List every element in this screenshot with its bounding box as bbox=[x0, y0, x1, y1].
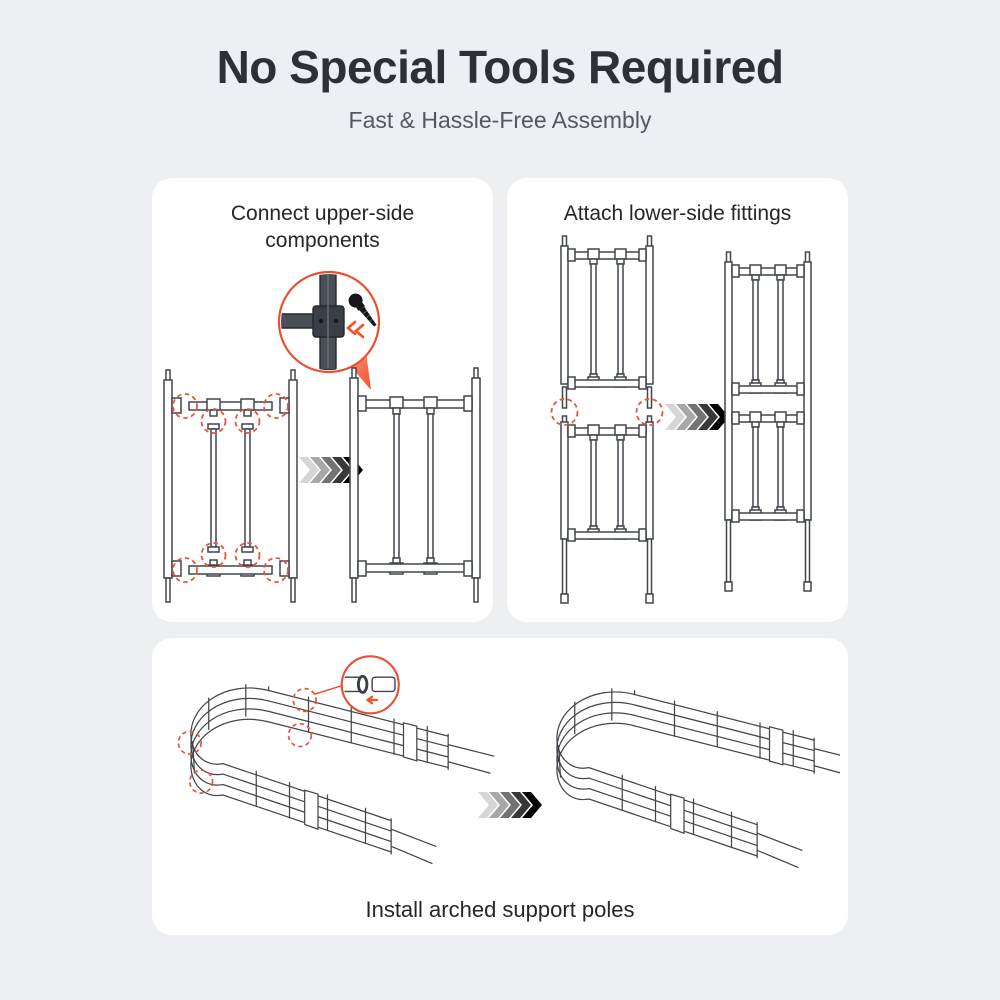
step-3-panel: Install arched support poles bbox=[152, 638, 848, 935]
magnifier-connector-line bbox=[313, 684, 345, 696]
step-1-caption: Connect upper-side components bbox=[230, 202, 415, 253]
step-1-panel: Connect upper-side components bbox=[152, 178, 493, 622]
insert-direction-arrow-icon bbox=[366, 695, 379, 705]
frame-disassembled bbox=[163, 369, 298, 603]
step-3-caption: Install arched support poles bbox=[365, 897, 635, 922]
tall-frame-detached bbox=[550, 235, 664, 604]
step-2-caption: Attach lower-side fittings bbox=[563, 202, 792, 225]
dashed-circle-highlight-icon bbox=[177, 687, 317, 794]
arched-rail-detached bbox=[177, 655, 495, 865]
triple-chevron-right-icon bbox=[478, 792, 542, 818]
triple-chevron-right-icon bbox=[665, 404, 729, 430]
page-title: No Special Tools Required bbox=[216, 41, 784, 93]
thumbscrew-icon bbox=[348, 293, 377, 327]
step-1-illustration bbox=[163, 270, 481, 603]
dashed-circle-highlight-icon bbox=[550, 398, 664, 426]
step-2-panel: Attach lower-side fittings bbox=[507, 178, 848, 622]
tall-frame-assembled bbox=[724, 251, 812, 592]
thumbscrew-connector-icon bbox=[277, 270, 381, 374]
arched-rail-assembled bbox=[556, 688, 840, 869]
header: No Special Tools Required Fast & Hassle-… bbox=[0, 42, 1000, 134]
pipe-insert-icon bbox=[340, 655, 400, 715]
dashed-circle-highlight-icon bbox=[172, 393, 289, 583]
frame-assembled bbox=[349, 367, 481, 603]
screw-direction-arrows-icon bbox=[346, 320, 365, 339]
step-3-illustration bbox=[177, 655, 840, 869]
step-2-illustration bbox=[550, 235, 812, 604]
page-subtitle: Fast & Hassle-Free Assembly bbox=[348, 106, 652, 133]
